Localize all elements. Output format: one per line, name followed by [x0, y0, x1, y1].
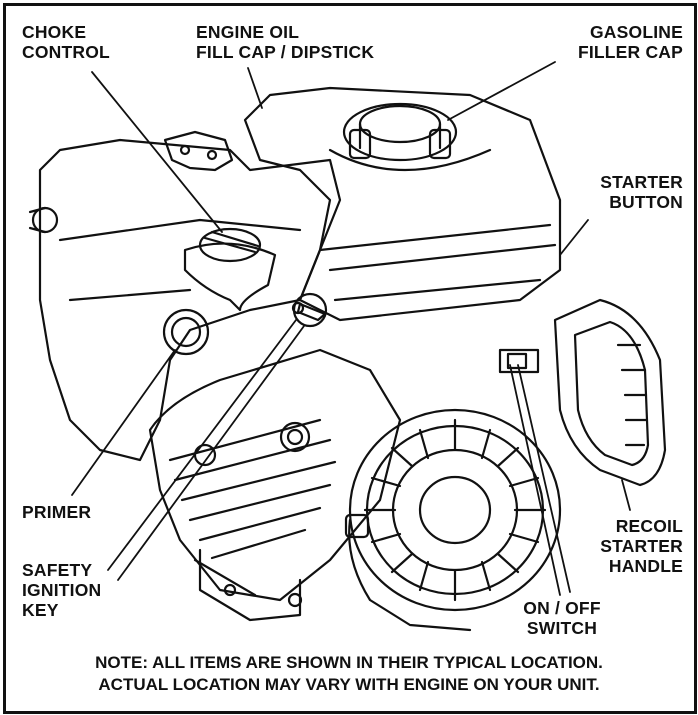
- oil-cap-shape: [163, 130, 234, 172]
- engine-left-body: [38, 138, 342, 462]
- note-line-2: ACTUAL LOCATION MAY VARY WITH ENGINE ON …: [98, 675, 600, 694]
- leader-primer: [71, 349, 176, 496]
- fuel-outlet-pipe: [28, 206, 47, 234]
- label-safety-ignition-key: SAFETY IGNITION KEY: [22, 560, 102, 620]
- recoil-handle-shape: [553, 298, 667, 487]
- bolt-a-inner: [286, 428, 304, 446]
- label-engine-oil: ENGINE OIL FILL CAP / DIPSTICK: [196, 22, 375, 62]
- crankcase-fins: [168, 418, 337, 560]
- label-on-off-switch: ON / OFF SWITCH: [523, 598, 601, 638]
- base-plate-2: [193, 558, 257, 597]
- leader-oil: [247, 67, 263, 109]
- crankcase: [148, 348, 402, 602]
- gasoline-cap-shape: [328, 102, 492, 172]
- shroud-band: [318, 223, 557, 272]
- note-line-1: NOTE: ALL ITEMS ARE SHOWN IN THEIR TYPIC…: [95, 653, 603, 672]
- leader-switch-2: [517, 364, 571, 593]
- recoil-housing-shape: [344, 408, 562, 632]
- leader-starter: [559, 219, 589, 256]
- base-hole-2: [223, 583, 237, 597]
- diagram-frame: [3, 3, 697, 714]
- ignition-key-shape: [291, 292, 328, 328]
- location-note: NOTE: ALL ITEMS ARE SHOWN IN THEIR TYPIC…: [6, 652, 692, 696]
- leader-choke: [91, 71, 223, 233]
- label-choke-control: CHOKE CONTROL: [22, 22, 110, 62]
- leader-gas: [447, 61, 556, 121]
- leader-switch-1: [509, 364, 561, 596]
- leader-key-1: [107, 319, 297, 571]
- choke-shape: [183, 227, 277, 312]
- base-hole: [287, 592, 303, 608]
- label-starter-button: STARTER BUTTON: [600, 172, 683, 212]
- top-shroud: [243, 86, 562, 322]
- primer-shape: [162, 308, 210, 356]
- leader-recoil: [621, 479, 631, 511]
- left-body-seam-2: [68, 288, 192, 302]
- shroud-band-2: [333, 278, 542, 302]
- bolt-a: [279, 421, 311, 453]
- label-recoil-starter-handle: RECOIL STARTER HANDLE: [600, 516, 683, 576]
- left-body-seam: [58, 218, 302, 242]
- leader-key-2: [117, 325, 305, 581]
- label-gasoline-cap: GASOLINE FILLER CAP: [577, 22, 683, 62]
- fuel-outlet: [31, 206, 59, 234]
- label-primer: PRIMER: [22, 502, 92, 522]
